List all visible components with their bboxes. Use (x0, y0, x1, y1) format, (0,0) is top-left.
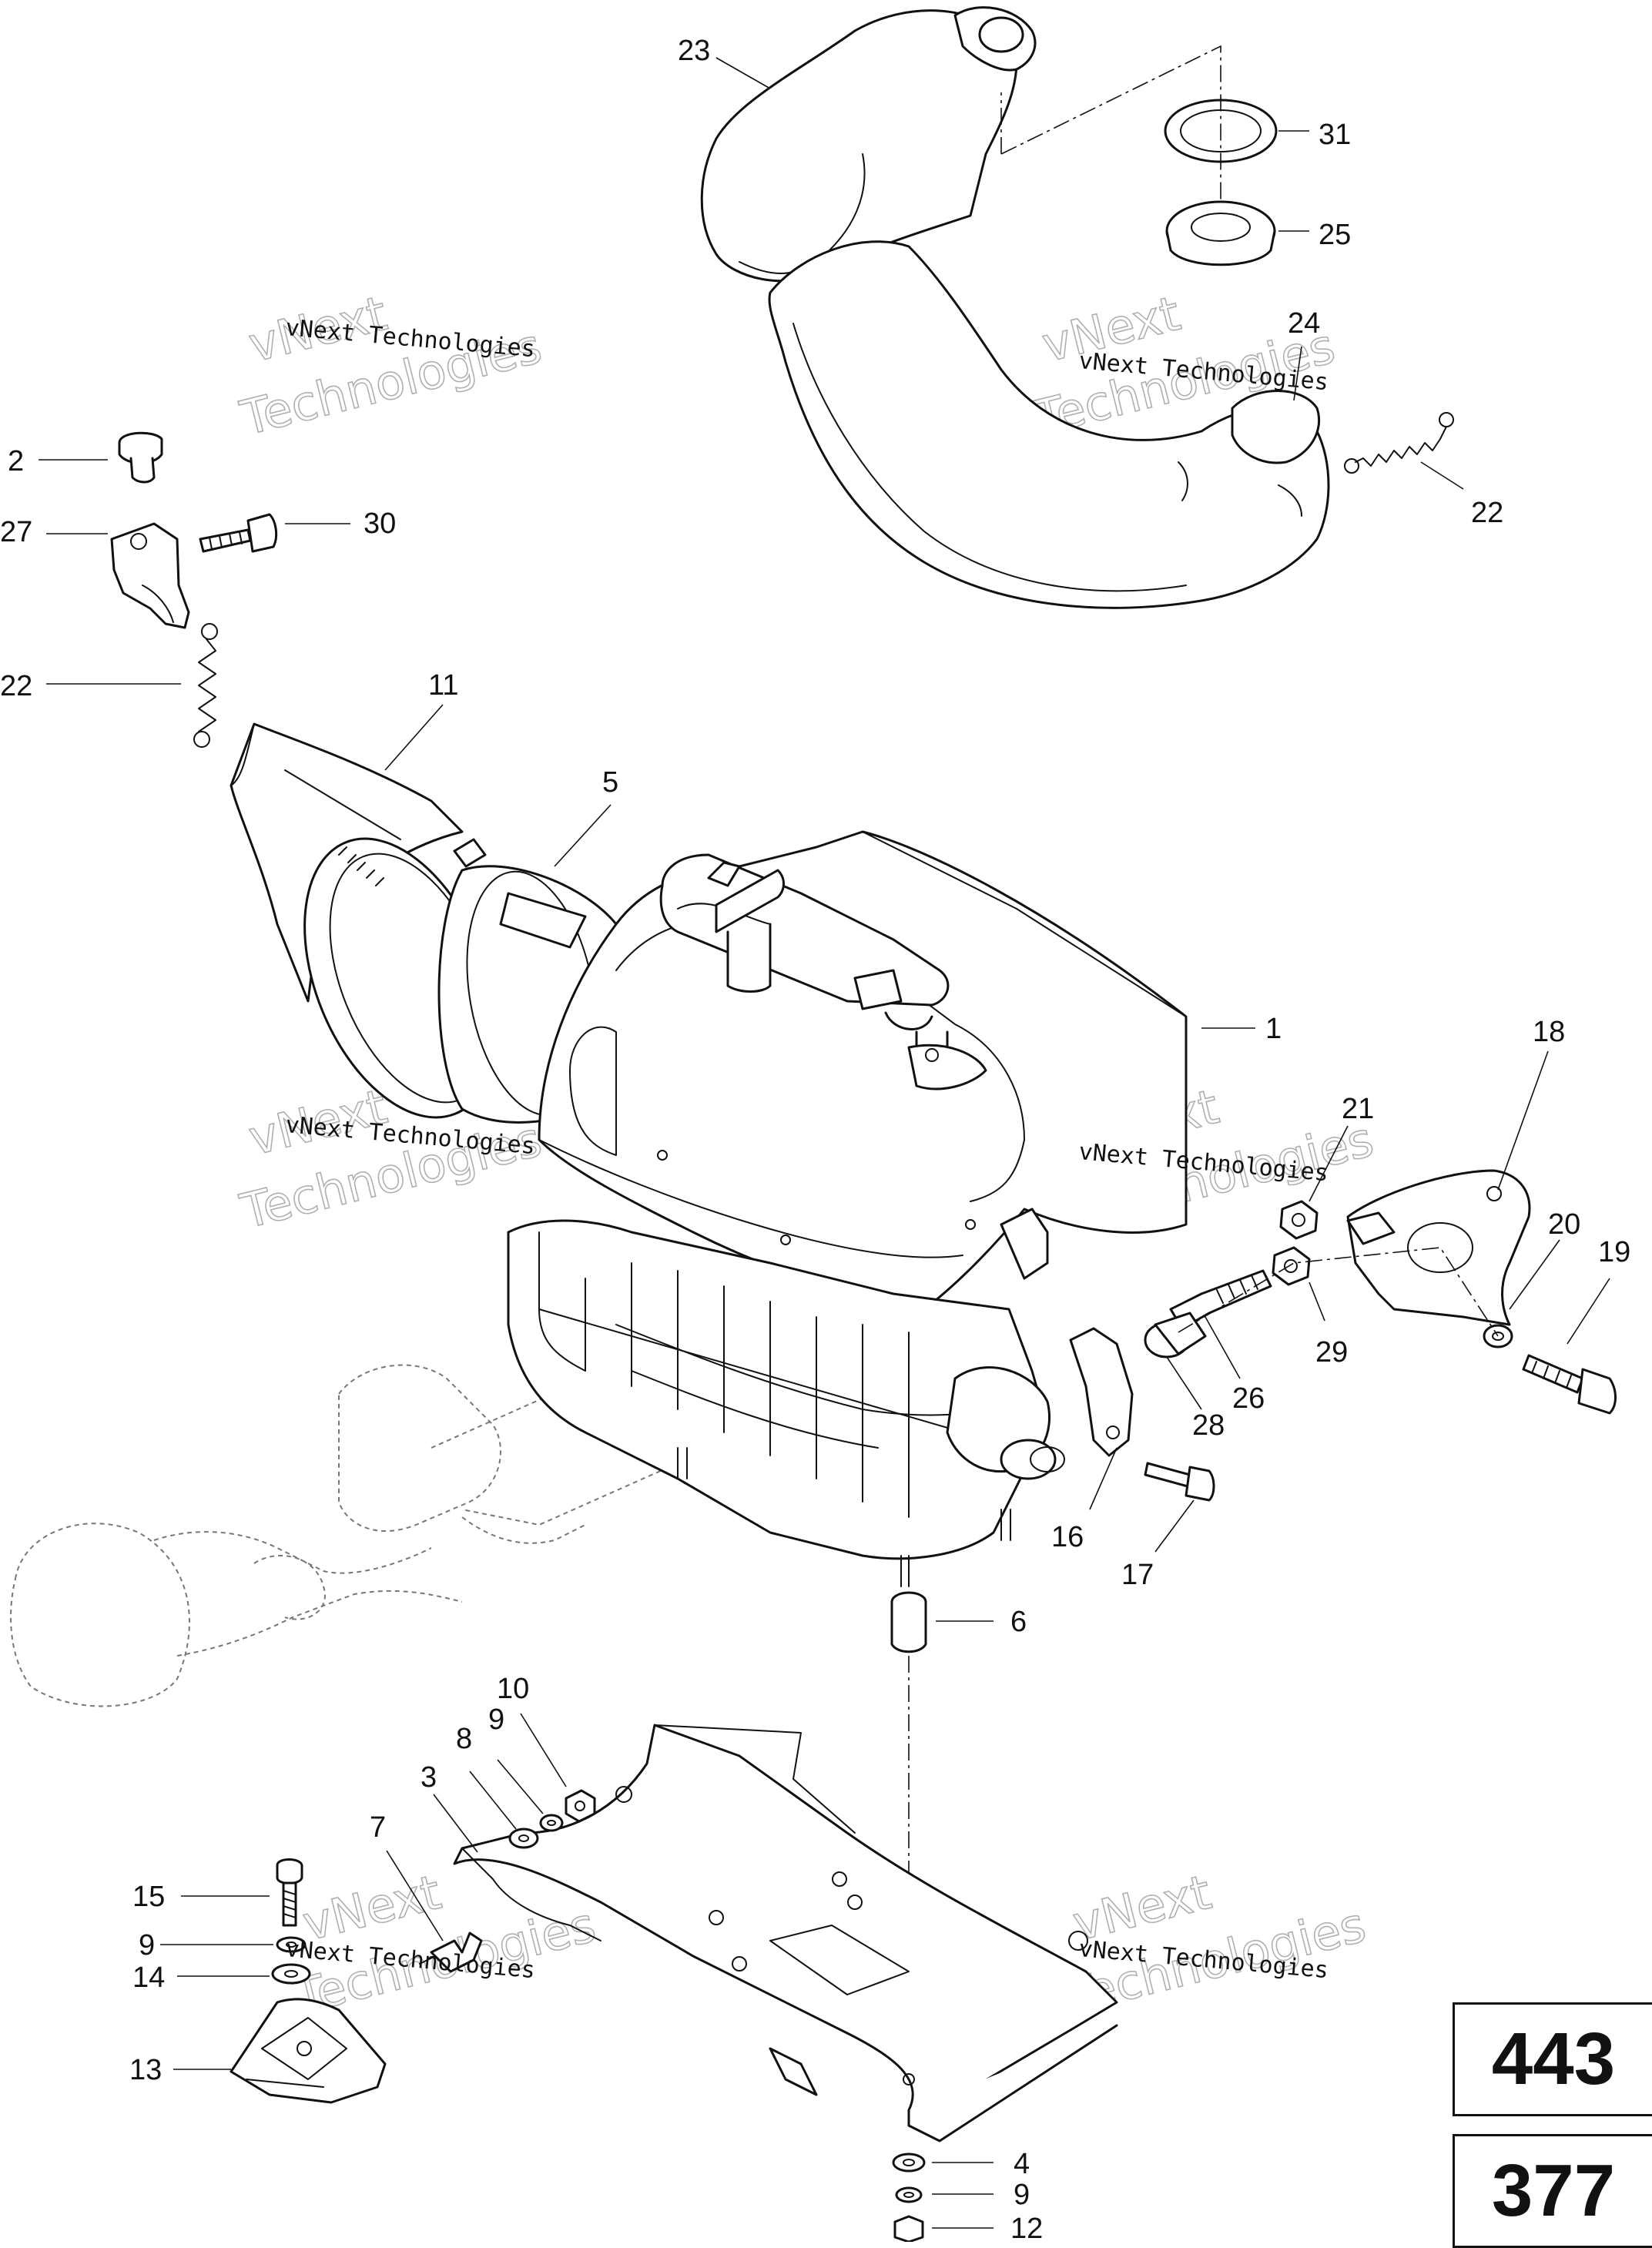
callout-29: 29 (1315, 1336, 1348, 1369)
engine-mount-part-13 (230, 1998, 387, 2104)
exhaust-muffler-part-23 (700, 6, 1037, 283)
lock-washer-part-9-left (276, 1936, 307, 1953)
exhaust-hose-part-24 (768, 240, 1330, 609)
screw-part-15 (276, 1858, 303, 1927)
nut-part-29 (1272, 1246, 1311, 1286)
callout-12: 12 (1010, 2213, 1043, 2242)
engine-part-1 (507, 830, 1188, 1587)
callout-27: 27 (0, 516, 32, 548)
callout-1: 1 (1265, 1013, 1282, 1045)
spring-part-22-lower (193, 623, 218, 748)
page-reference-box-lower: 377 (1453, 2134, 1652, 2248)
callout-15: 15 (132, 1881, 165, 1913)
lock-washer-part-9-bottom (895, 2186, 923, 2203)
callout-26: 26 (1232, 1382, 1265, 1415)
callout-14: 14 (132, 1962, 165, 1994)
nut-part-21 (1279, 1200, 1319, 1240)
washer-part-4 (892, 2153, 926, 2173)
callout-numbers: 23 31 25 24 22 2 27 30 22 11 5 1 18 21 2… (0, 35, 1630, 2242)
grommet-part-25 (1165, 200, 1276, 266)
leader-lines (39, 57, 1610, 2229)
callout-2: 2 (8, 445, 24, 477)
callout-25: 25 (1319, 219, 1351, 251)
bushing-part-2 (118, 431, 163, 484)
callout-24: 24 (1288, 307, 1320, 340)
callout-5: 5 (602, 766, 618, 799)
callout-21: 21 (1342, 1093, 1374, 1125)
callout-3: 3 (421, 1761, 437, 1794)
callout-19: 19 (1598, 1236, 1630, 1268)
callout-13: 13 (129, 2054, 162, 2086)
callout-23: 23 (678, 35, 710, 67)
callout-22-lower: 22 (0, 670, 32, 702)
washer-part-8 (508, 1828, 539, 1849)
callout-9-upper: 9 (488, 1704, 504, 1736)
callout-8: 8 (456, 1723, 472, 1755)
callout-22-upper: 22 (1471, 497, 1503, 529)
engine-support-part-3 (453, 1724, 1118, 2142)
stud-part-7 (419, 1931, 483, 1973)
callout-30: 30 (364, 508, 396, 540)
callout-9-bottom: 9 (1014, 2179, 1030, 2211)
lock-washer-part-9-upper (539, 1814, 564, 1832)
center-line-muffler (1000, 45, 1221, 200)
callout-18: 18 (1533, 1016, 1565, 1048)
callout-11: 11 (428, 669, 458, 702)
callout-7: 7 (370, 1811, 386, 1844)
callout-10: 10 (497, 1673, 529, 1705)
screw-part-19 (1522, 1354, 1617, 1415)
callout-28: 28 (1192, 1409, 1225, 1442)
washer-part-14 (271, 1963, 311, 1985)
callout-17: 17 (1121, 1559, 1154, 1591)
callout-4: 4 (1014, 2148, 1030, 2180)
screw-part-17 (1144, 1462, 1215, 1502)
bracket-part-16 (1069, 1327, 1134, 1457)
spacer-part-6 (890, 1591, 927, 1653)
nut-part-12 (893, 2215, 924, 2242)
screw-part-30 (199, 513, 278, 553)
callout-20: 20 (1548, 1208, 1580, 1241)
page-reference-box-upper: 443 (1453, 2002, 1652, 2116)
callout-6: 6 (1010, 1606, 1027, 1638)
callout-9-left: 9 (139, 1929, 155, 1962)
nut-part-10 (565, 1789, 596, 1823)
center-line-plate (1178, 1247, 1499, 1337)
bracket-part-27 (110, 522, 190, 629)
spring-part-22-upper (1344, 412, 1454, 474)
callout-16: 16 (1051, 1521, 1084, 1553)
callout-31: 31 (1319, 119, 1351, 151)
